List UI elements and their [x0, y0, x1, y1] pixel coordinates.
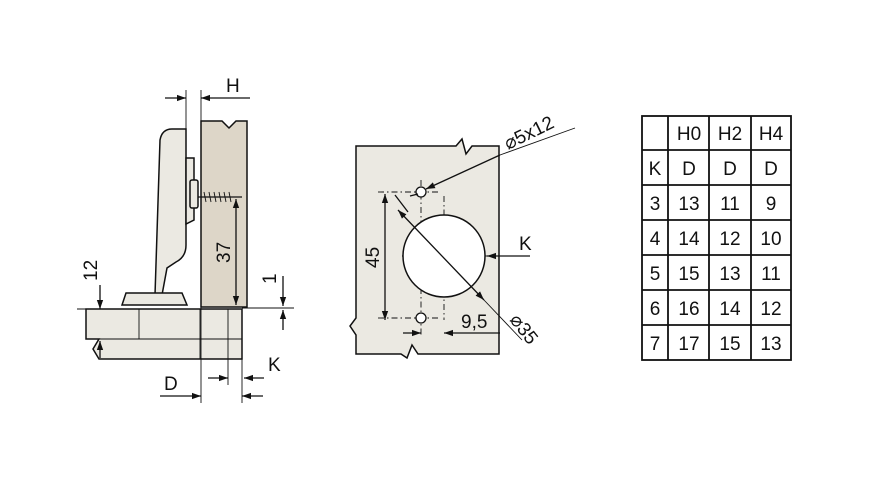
table-cell: H2: [718, 124, 742, 145]
dim-12-label: 12: [81, 260, 102, 281]
table-cell: 13: [719, 264, 740, 285]
dim-H-label: H: [226, 76, 240, 97]
side-view: H 37 12 1 D K: [77, 76, 294, 403]
table-cell: 11: [720, 194, 740, 215]
table-cell: 12: [719, 229, 740, 250]
table-cell: 3: [650, 194, 661, 215]
table-cell: D: [723, 159, 737, 180]
table-cell: 17: [678, 334, 699, 355]
table-cell: 5: [650, 264, 661, 285]
table-cell: 6: [650, 299, 661, 320]
table-cell: D: [682, 159, 696, 180]
table-cell: 14: [678, 229, 700, 250]
table-cell: 13: [678, 194, 699, 215]
dim-1-label: 1: [260, 273, 281, 284]
table-cell: 9: [766, 194, 777, 215]
table-cell: 15: [678, 264, 699, 285]
door-panel: [200, 120, 248, 308]
hole-diameter-label: ⌀5x12: [501, 113, 558, 155]
table-cell: 10: [760, 229, 781, 250]
hinge-arm: [154, 128, 187, 296]
screw-hole-bottom-icon: [415, 312, 427, 324]
table-cell: H0: [677, 124, 701, 145]
table-cell: 13: [760, 334, 781, 355]
cabinet-side: [85, 308, 243, 360]
screw-hole-top-icon: [415, 186, 427, 198]
table-cell: 14: [719, 299, 741, 320]
screw-icon: [198, 191, 242, 203]
table-cell: H4: [759, 124, 784, 145]
dim-45-label: 45: [363, 247, 384, 268]
cup-diameter-label: ⌀35: [505, 310, 542, 349]
table-cell: 12: [760, 299, 781, 320]
mounting-plate: [120, 292, 189, 306]
cup-detail: [189, 179, 199, 209]
dim-37-label: 37: [214, 242, 235, 263]
front-view: 45 ⌀5x12 ⌀35 K 9,5: [349, 113, 576, 360]
dim-K-label: K: [268, 355, 281, 376]
table-cell: 4: [650, 229, 661, 250]
front-dim-K-label: K: [519, 234, 532, 255]
table-cell: 7: [650, 334, 661, 355]
dim-9-5-label: 9,5: [461, 312, 487, 333]
dim-D-label: D: [164, 374, 178, 395]
table-cell: 15: [719, 334, 740, 355]
table-cell: D: [764, 159, 778, 180]
table-cell: 11: [761, 264, 781, 285]
table-cell: 16: [678, 299, 699, 320]
table-cell: K: [649, 159, 662, 180]
